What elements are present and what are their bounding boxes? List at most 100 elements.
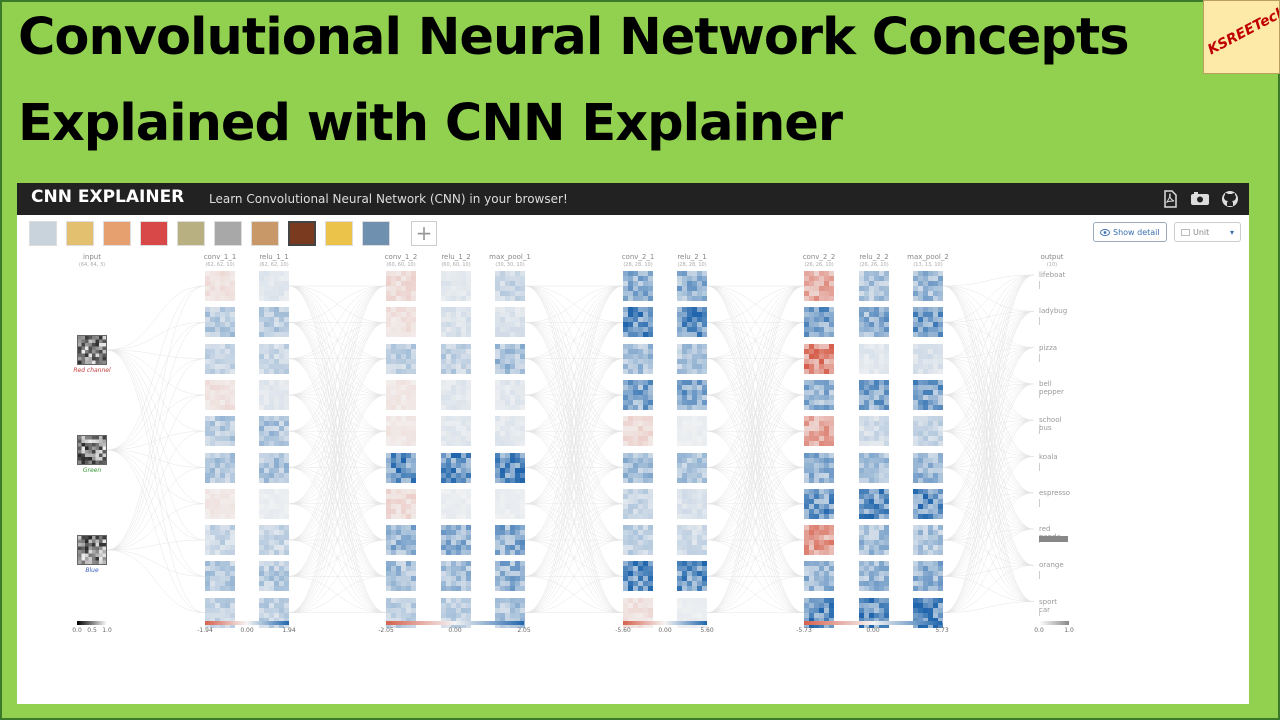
node-relu_1_2-6[interactable] [441,452,471,483]
node-max_pool_2-6[interactable] [913,452,943,483]
node-max_pool_2-10[interactable] [913,597,943,628]
input-channel-1[interactable] [77,335,107,365]
node-relu_1_2-5[interactable] [441,416,471,447]
node-conv_1_2-8[interactable] [386,525,416,556]
node-relu_1_1-3[interactable] [259,343,289,374]
node-conv_1_2-5[interactable] [386,416,416,447]
pdf-icon[interactable] [1161,190,1181,208]
node-relu_2_1-1[interactable] [677,271,707,301]
node-max_pool_1-5[interactable] [495,416,525,447]
node-relu_1_2-8[interactable] [441,525,471,556]
node-relu_2_2-8[interactable] [859,525,889,556]
node-relu_2_1-3[interactable] [677,343,707,374]
node-conv_2_2-7[interactable] [804,488,834,519]
node-relu_2_1-5[interactable] [677,416,707,447]
node-max_pool_1-2[interactable] [495,307,525,338]
node-conv_1_1-4[interactable] [205,379,235,410]
node-conv_1_2-3[interactable] [386,343,416,374]
node-max_pool_1-9[interactable] [495,561,525,592]
node-conv_1_1-5[interactable] [205,416,235,447]
node-relu_2_1-7[interactable] [677,488,707,519]
unit-select[interactable]: Unit ▾ [1174,222,1241,242]
node-conv_1_1-1[interactable] [205,271,235,301]
node-relu_1_1-5[interactable] [259,416,289,447]
node-conv_2_1-4[interactable] [623,379,653,410]
node-relu_2_1-4[interactable] [677,379,707,410]
node-conv_1_1-2[interactable] [205,307,235,338]
node-relu_2_2-1[interactable] [859,271,889,301]
node-relu_1_2-3[interactable] [441,343,471,374]
thumbnail-school-bus[interactable] [177,221,205,246]
add-image-button[interactable]: + [411,221,437,246]
thumbnail-ladybug[interactable] [66,221,94,246]
node-conv_1_2-4[interactable] [386,379,416,410]
node-max_pool_1-7[interactable] [495,488,525,519]
thumbnail-sport-car[interactable] [362,221,390,246]
node-max_pool_2-1[interactable] [913,271,943,301]
node-relu_2_2-4[interactable] [859,379,889,410]
node-conv_1_1-3[interactable] [205,343,235,374]
node-conv_1_2-1[interactable] [386,271,416,301]
node-conv_2_1-1[interactable] [623,271,653,301]
node-relu_1_1-7[interactable] [259,488,289,519]
thumbnail-espresso[interactable] [251,221,279,246]
node-relu_2_1-9[interactable] [677,561,707,592]
node-conv_1_1-7[interactable] [205,488,235,519]
node-relu_2_2-7[interactable] [859,488,889,519]
input-channel-3[interactable] [77,535,107,565]
thumbnail-orange[interactable] [325,221,353,246]
node-relu_1_1-4[interactable] [259,379,289,410]
show-detail-button[interactable]: Show detail [1093,222,1167,242]
node-conv_2_2-5[interactable] [804,416,834,447]
node-relu_2_2-2[interactable] [859,307,889,338]
node-relu_1_2-2[interactable] [441,307,471,338]
thumbnail-koala[interactable] [214,221,242,246]
node-relu_1_1-1[interactable] [259,271,289,301]
node-conv_2_2-8[interactable] [804,525,834,556]
node-conv_2_2-4[interactable] [804,379,834,410]
thumbnail-pizza[interactable] [103,221,131,246]
node-conv_1_1-6[interactable] [205,452,235,483]
node-conv_1_1-8[interactable] [205,525,235,556]
node-conv_2_2-1[interactable] [804,271,834,301]
node-relu_1_2-7[interactable] [441,488,471,519]
node-conv_2_1-7[interactable] [623,488,653,519]
node-relu_2_1-6[interactable] [677,452,707,483]
node-relu_2_1-10[interactable] [677,597,707,628]
node-relu_2_2-9[interactable] [859,561,889,592]
node-max_pool_1-4[interactable] [495,379,525,410]
node-conv_1_1-9[interactable] [205,561,235,592]
node-relu_1_1-6[interactable] [259,452,289,483]
node-conv_1_2-7[interactable] [386,488,416,519]
node-relu_2_2-5[interactable] [859,416,889,447]
node-relu_1_1-8[interactable] [259,525,289,556]
thumbnail-bell-pepper[interactable] [140,221,168,246]
node-max_pool_2-2[interactable] [913,307,943,338]
node-relu_2_2-6[interactable] [859,452,889,483]
video-icon[interactable] [1190,190,1210,208]
node-conv_2_1-5[interactable] [623,416,653,447]
node-relu_1_2-9[interactable] [441,561,471,592]
node-max_pool_2-9[interactable] [913,561,943,592]
github-icon[interactable] [1221,190,1241,208]
node-conv_2_1-8[interactable] [623,525,653,556]
node-max_pool_2-7[interactable] [913,488,943,519]
node-relu_2_1-2[interactable] [677,307,707,338]
node-conv_2_1-3[interactable] [623,343,653,374]
node-max_pool_2-4[interactable] [913,379,943,410]
thumbnail-red-panda[interactable] [288,221,316,246]
node-max_pool_1-1[interactable] [495,271,525,301]
node-max_pool_2-5[interactable] [913,416,943,447]
node-conv_1_2-2[interactable] [386,307,416,338]
node-max_pool_1-8[interactable] [495,525,525,556]
node-relu_1_1-9[interactable] [259,561,289,592]
node-max_pool_2-8[interactable] [913,525,943,556]
node-max_pool_2-3[interactable] [913,343,943,374]
input-channel-2[interactable] [77,435,107,465]
node-max_pool_1-3[interactable] [495,343,525,374]
node-conv_2_1-2[interactable] [623,307,653,338]
node-conv_1_2-6[interactable] [386,452,416,483]
thumbnail-lifeboat[interactable] [29,221,57,246]
node-conv_2_2-3[interactable] [804,343,834,374]
node-conv_2_2-2[interactable] [804,307,834,338]
